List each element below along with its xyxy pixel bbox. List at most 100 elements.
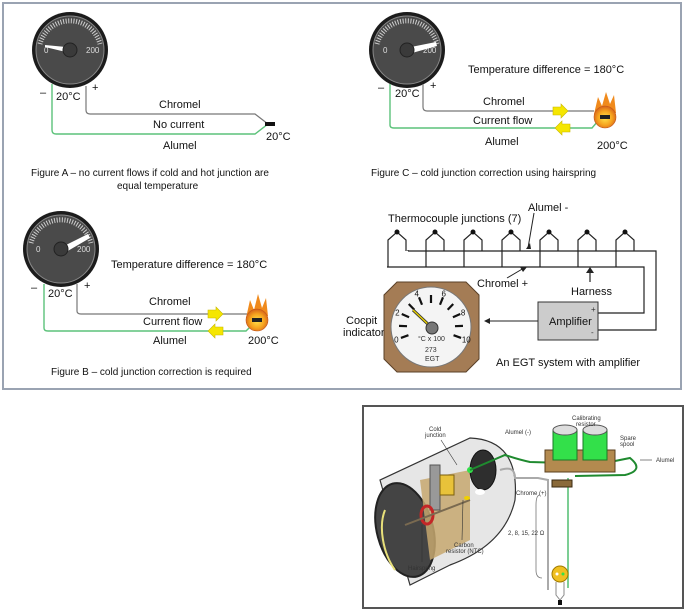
calibrating-label-1: Calibrating [572, 416, 601, 422]
calibrating-resistor-spool [552, 429, 578, 461]
amplifier-label: Amplifier [549, 316, 592, 328]
caption-c: Figure C – cold junction correction usin… [371, 168, 596, 179]
figure-c: 0 200 Temperature difference = 180°C – 2… [369, 12, 628, 179]
cutaway-indicator: Cold junction Alumel (-) Calibrating res… [374, 416, 674, 605]
resistance-values: 2, 8, 15, 22 Ω [508, 531, 545, 537]
junction-dot [394, 229, 400, 235]
cold-temp-a: 20°C [56, 91, 81, 103]
egt-tick-label: 2 [395, 308, 400, 317]
probe-head [551, 565, 569, 583]
alumel-harness-line [407, 250, 657, 331]
current-flow-label-c: Current flow [473, 115, 532, 127]
difference-c: Temperature difference = 180°C [468, 64, 624, 76]
spare-label-2: spool [620, 442, 634, 448]
egt-caption: An EGT system with amplifier [496, 357, 640, 369]
egt-tick-label: 8 [461, 308, 466, 317]
chromel-label-c: Chromel [483, 96, 525, 108]
thermocouple-junctions [387, 229, 635, 267]
egt-tick-label: 4 [415, 290, 420, 299]
egt-system: Thermocouple junctions (7) Alumel - Chro… [343, 202, 657, 373]
minus-a: – [40, 87, 47, 99]
egt-tick-label: 6 [441, 290, 446, 299]
chromel-wire-a [85, 86, 269, 125]
amplifier-box [537, 301, 599, 341]
gauge-b-needle [64, 234, 90, 252]
chromel-label-a: Chromel [159, 99, 201, 111]
junctions-label: Thermocouple junctions (7) [388, 213, 521, 225]
cold-temp-b: 20°C [48, 288, 73, 300]
minus-b: – [31, 282, 38, 294]
current-flow-label-b: Current flow [143, 316, 202, 328]
minus-c: – [378, 82, 385, 94]
no-current-label: No current [153, 119, 204, 131]
chrome-wire-cutaway [499, 467, 549, 590]
junction-dot [508, 229, 514, 235]
cold-junction-label-1: Cold [429, 427, 441, 433]
arrow-left-icon [484, 318, 490, 324]
amp-minus: - [591, 328, 594, 337]
egt-tick-label: 0 [394, 335, 399, 344]
gauge-b: 0 200 [23, 211, 99, 287]
amp-plus: + [591, 305, 596, 314]
hairspring-label: Hairspring [408, 566, 435, 572]
alumel-minus-label: Alumel - [528, 202, 569, 214]
thermocouple-junction [387, 231, 407, 267]
thermocouple-junction [615, 231, 635, 267]
thermocouple-junction [501, 231, 521, 267]
caption-a-line2: equal temperature [117, 181, 199, 192]
arrow-right-icon [552, 103, 569, 119]
arrow-right-icon [207, 306, 224, 322]
plus-b: + [84, 280, 90, 292]
alumel-pointer [527, 212, 535, 249]
junction-dot [622, 229, 628, 235]
thermocouple-junction [463, 231, 483, 267]
indicator-label-2: indicator [343, 327, 385, 339]
chromel-label-b: Chromel [149, 296, 191, 308]
alumel-wire-a [51, 84, 269, 135]
caption-b: Figure B – cold junction correction is r… [51, 367, 252, 378]
plus-c: + [430, 80, 436, 92]
alumel-label-c: Alumel [485, 136, 519, 148]
alumel-label-a: Alumel [163, 140, 197, 152]
gauge-c-needle [411, 42, 437, 53]
junction-dot [432, 229, 438, 235]
gauge-a-needle [45, 45, 66, 52]
egt-tick [452, 312, 461, 319]
carbon-label-1: Carbon [454, 543, 474, 549]
chrome-plus-cutaway: Chrome (+) [516, 491, 547, 497]
gauge-b-min: 0 [36, 245, 41, 254]
hot-junction-a [265, 122, 275, 126]
gauge-b-max: 200 [77, 245, 91, 254]
chromel-harness-line [387, 266, 645, 314]
gauge-a: 0 200 [32, 12, 108, 88]
alumel-cutaway: Alumel [656, 458, 674, 464]
egt-tick [401, 312, 410, 319]
chromel-wire-b [76, 284, 248, 315]
egt-tick-label: 10 [462, 335, 471, 344]
alumel-minus-cutaway: Alumel (-) [505, 430, 531, 436]
arrow-left-icon [207, 323, 224, 339]
chromel-pointer [506, 267, 525, 279]
gauge-c: 0 200 [369, 12, 445, 88]
egt-tick [417, 296, 424, 306]
chromel-wire-c [422, 84, 594, 112]
egt-tick [438, 296, 445, 306]
alumel-label-b: Alumel [153, 335, 187, 347]
hot-temp-b: 200°C [248, 335, 279, 347]
egt-tick [453, 334, 462, 339]
egt-gauge-ticks: 0 2 4 6 8 10 [394, 290, 471, 345]
spare-label-1: Spare [620, 436, 637, 442]
plus-a: + [92, 82, 98, 94]
thermocouple-junction [577, 231, 597, 267]
egt-units: °C x 100 [418, 335, 445, 343]
cold-junction-coil [439, 474, 455, 496]
alumel-wire-b [43, 284, 254, 332]
cold-junction-label-2: junction [424, 433, 446, 439]
thermocouple-junction [425, 231, 445, 267]
difference-b: Temperature difference = 180°C [111, 259, 267, 271]
hot-temp-a: 20°C [266, 131, 291, 143]
gauge-a-max: 200 [86, 46, 100, 55]
alumel-wire-c [389, 84, 599, 129]
